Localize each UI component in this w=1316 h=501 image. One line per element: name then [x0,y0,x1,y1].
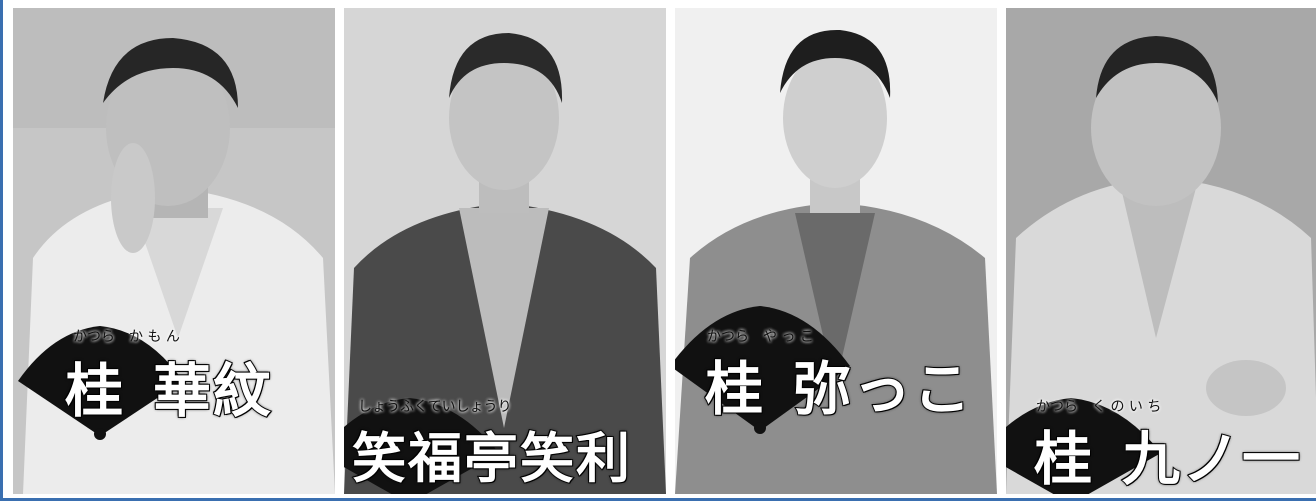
performer-name-given: 華紋 [152,356,274,426]
performer-reading: かつら く の い ち [1036,399,1162,415]
performer-photo-3 [675,8,997,494]
performer-reading: しょうふくていしょうり [358,399,512,415]
performer-reading: かつら や っ こ [707,329,814,345]
folding-fan-icon [18,326,183,440]
performer-name-family: 桂 [1033,424,1095,494]
performer-photo-1 [13,8,335,494]
folding-fan-icon [344,398,499,494]
performer-panel-2: しょうふくていしょうり 笑福亭笑利 [344,8,666,494]
folding-fan-icon [1006,398,1161,494]
performer-panel-3: かつら や っ こ 桂 弥っこ [675,8,997,494]
performer-panel-4: かつら く の い ち 桂 九ノ一 [1006,8,1316,494]
performer-name-given: 九ノ一 [1121,424,1303,494]
folding-fan-icon [675,306,850,434]
performer-name-family: 桂 [704,354,766,424]
performer-panel-1: かつら か も ん 桂 華紋 [13,8,335,494]
performer-name-family: 桂 [64,356,126,426]
performer-name: 笑福亭笑利 [351,425,632,491]
performer-name-given: 弥っこ [792,354,974,424]
performer-reading: かつら か も ん [73,329,180,345]
